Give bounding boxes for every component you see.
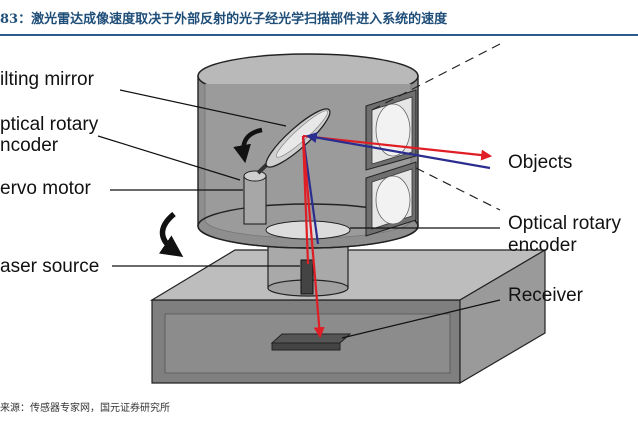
label-optical-rotary-encoder-right-2: encoder — [508, 235, 577, 256]
mirror-tilt-arrow-icon — [233, 127, 263, 164]
label-receiver: Receiver — [508, 285, 583, 306]
laser-beam-down — [301, 135, 325, 339]
optical-windows — [365, 89, 417, 237]
receiver-sensor — [270, 333, 352, 344]
head-rotation-arrow-icon — [158, 211, 184, 258]
label-objects: Objects — [508, 152, 573, 173]
receiver-housing — [149, 248, 548, 385]
fov-line-lower — [415, 167, 501, 211]
label-optical-rotary-encoder-left-2: ncoder — [0, 135, 59, 156]
source-note: 来源：传感器专家网，国元证券研究所 — [0, 403, 170, 414]
figure-caption: 83：激光雷达成像速度取决于外部反射的光子经光学扫描部件进入系统的速度 — [0, 12, 448, 27]
label-laser-source: aser source — [0, 256, 100, 277]
label-tilting-mirror: ilting mirror — [0, 69, 94, 90]
fov-line-upper — [371, 43, 501, 111]
laser-beam-out — [302, 134, 493, 161]
caption-divider — [0, 34, 638, 36]
return-beam-in — [305, 132, 491, 170]
label-servo-motor: ervo motor — [0, 178, 91, 199]
lidar-diagram-svg — [97, 43, 548, 385]
label-optical-rotary-encoder-right-1: Optical rotary — [508, 213, 621, 234]
label-optical-rotary-encoder-left-1: ptical rotary — [0, 114, 99, 135]
lidar-diagram: ilting mirror ptical rotary ncoder ervo … — [0, 38, 638, 388]
leader-lines — [97, 89, 501, 339]
